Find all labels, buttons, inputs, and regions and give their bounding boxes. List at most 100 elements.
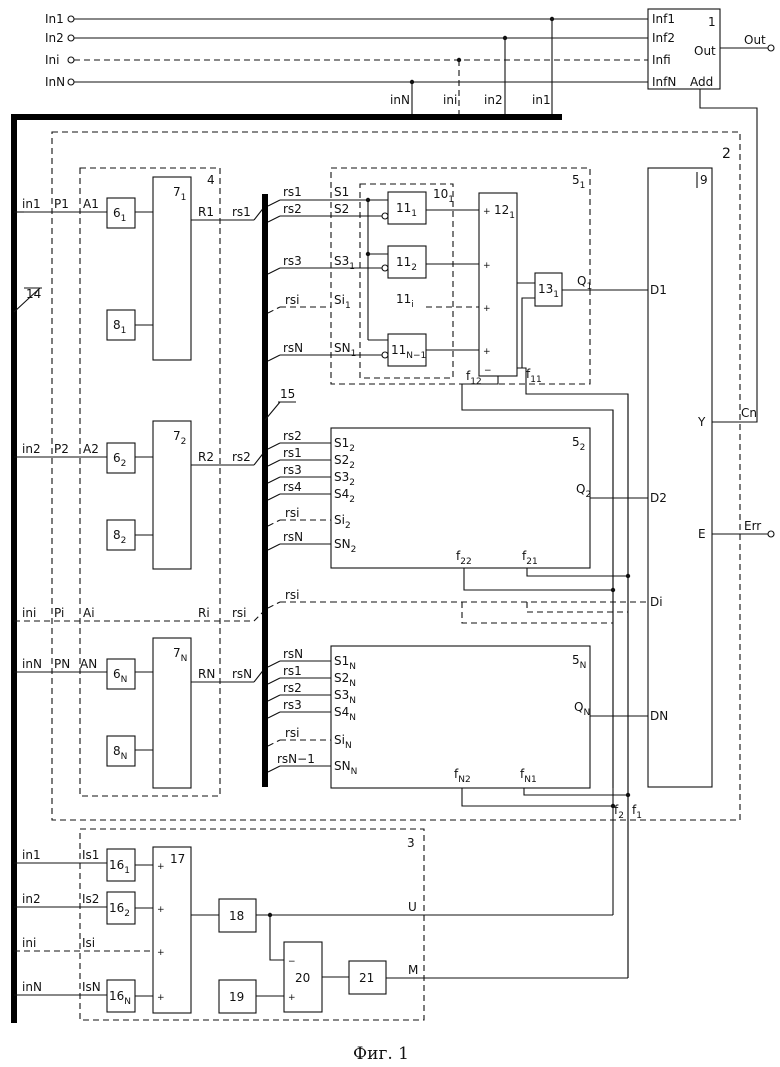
channel-1-p: P1 bbox=[54, 197, 69, 211]
block-9-dn: DN bbox=[650, 709, 668, 723]
block-21-label: 21 bbox=[359, 971, 374, 985]
block-3-u: U bbox=[408, 900, 417, 914]
f1-label: f1 bbox=[632, 803, 642, 821]
block-5-n-rs-0: rsN bbox=[283, 647, 303, 661]
svg-text:+: + bbox=[157, 862, 165, 872]
block-5-1-s-2: S31 bbox=[334, 254, 355, 272]
block-9-e: E bbox=[698, 527, 706, 541]
block-19-label: 19 bbox=[229, 990, 244, 1004]
channel-i-rs: rsi bbox=[232, 606, 247, 620]
bus-tap-label-2: in2 bbox=[484, 93, 503, 107]
block-10-1-label: 101 bbox=[433, 187, 454, 205]
block-5-1-q: Q1 bbox=[577, 274, 592, 292]
channel-2-a: A2 bbox=[83, 442, 99, 456]
figure-caption: Фиг. 1 bbox=[353, 1044, 409, 1064]
channel-i-a: Ai bbox=[83, 606, 95, 620]
channel-1-in: in1 bbox=[22, 197, 41, 211]
svg-text:−: − bbox=[484, 366, 492, 376]
svg-text:+: + bbox=[483, 207, 491, 217]
block-3: 3 in1 in2 ini inN Is1 Is2 Isi IsN 161 16… bbox=[14, 829, 628, 1020]
block-2-number: 2 bbox=[722, 146, 731, 162]
channel-2-p: P2 bbox=[54, 442, 69, 456]
block-11-i-label: 11i bbox=[396, 292, 414, 310]
block-1-number: 1 bbox=[708, 15, 716, 29]
block-18-label: 18 bbox=[229, 909, 244, 923]
err-label: Err bbox=[744, 519, 761, 533]
svg-text:+: + bbox=[483, 261, 491, 271]
bus-tap-label-n: inN bbox=[390, 93, 410, 107]
block-1-infi: Infi bbox=[652, 53, 671, 67]
cn-label: Cn bbox=[741, 406, 757, 420]
block-5-n: 5N rsN rs1 rs2 rs3 rsi rsN−1 S1N S2N S3N… bbox=[268, 646, 648, 808]
block-5-1-s-3: Si1 bbox=[334, 293, 351, 311]
block-5-1: 51 101 rs1 rs2 rs3 rsi rsN S1 S2 S31 Si1… bbox=[268, 168, 648, 978]
svg-text:+: + bbox=[157, 905, 165, 915]
input-label-n: InN bbox=[45, 75, 65, 89]
block-5-2-rs-2: rs3 bbox=[283, 463, 302, 477]
input-label-2: In2 bbox=[45, 31, 64, 45]
block-4-boundary bbox=[80, 168, 220, 796]
block-5-1-rs-3: rsi bbox=[285, 293, 300, 307]
block-5-1-f11: f11 bbox=[526, 367, 542, 385]
channel-i-p: Pi bbox=[54, 606, 64, 620]
output-label: Out bbox=[744, 33, 766, 47]
block-1-add: Add bbox=[690, 75, 713, 89]
block-3-is-i: Isi bbox=[82, 936, 95, 950]
block-9: 9 D1 D2 Di DN Y E Cn Err bbox=[648, 168, 774, 787]
block-17-label: 17 bbox=[170, 852, 185, 866]
top-inputs: In1 In2 Ini InN inN ini in2 in1 bbox=[45, 12, 648, 117]
block-5-1-label: 51 bbox=[572, 173, 585, 191]
channel-n-a: AN bbox=[80, 657, 97, 671]
block-5-1-rs-2: rs3 bbox=[283, 254, 302, 268]
block-5-n-rs-2: rs2 bbox=[283, 681, 302, 695]
block-5-2-rs-4: rsi bbox=[285, 506, 300, 520]
block-5-2-rs-3: rs4 bbox=[283, 480, 302, 494]
block-5-n-rs-3: rs3 bbox=[283, 698, 302, 712]
block-5-1-rs-0: rs1 bbox=[283, 185, 302, 199]
input-label-i: Ini bbox=[45, 53, 59, 67]
block-3-in-i: ini bbox=[22, 936, 36, 950]
block-5-i: rsi bbox=[268, 588, 648, 623]
channel-2-r: R2 bbox=[198, 450, 214, 464]
channel-2-in: in2 bbox=[22, 442, 41, 456]
block-5-2-rs-5: rsN bbox=[283, 530, 303, 544]
block-3-in-n: inN bbox=[22, 980, 42, 994]
block-20-label: 20 bbox=[295, 971, 310, 985]
block-9-number: 9 bbox=[700, 173, 708, 187]
block-3-number: 3 bbox=[407, 836, 415, 850]
block-9-y: Y bbox=[697, 415, 706, 429]
bus-15-label: 15 bbox=[280, 387, 295, 401]
block-5-n-rs-1: rs1 bbox=[283, 664, 302, 678]
channel-n-p: PN bbox=[54, 657, 70, 671]
block-3-in-1: in1 bbox=[22, 848, 41, 862]
block-4-number: 4 bbox=[207, 173, 215, 187]
block-9-d2: D2 bbox=[650, 491, 667, 505]
block-5-1-s-0: S1 bbox=[334, 185, 349, 199]
block-9-di: Di bbox=[650, 595, 663, 609]
block-1-inf1: Inf1 bbox=[652, 12, 675, 26]
block-3-in-2: in2 bbox=[22, 892, 41, 906]
channel-1-a: A1 bbox=[83, 197, 99, 211]
channel-i-in: ini bbox=[22, 606, 36, 620]
block-5-2-rs-1: rs1 bbox=[283, 446, 302, 460]
channel-1-r: R1 bbox=[198, 205, 214, 219]
f2-label: f2 bbox=[614, 803, 624, 821]
block-5-1-inputs: rs1 rs2 rs3 rsi rsN S1 S2 S31 Si1 SN1 bbox=[268, 185, 356, 361]
input-label-1: In1 bbox=[45, 12, 64, 26]
block-5-1-s-4: SN1 bbox=[334, 341, 356, 359]
svg-text:+: + bbox=[483, 304, 491, 314]
svg-text:−: − bbox=[288, 957, 296, 967]
channel-n-r: RN bbox=[198, 667, 215, 681]
block-5-1-rs-1: rs2 bbox=[283, 202, 302, 216]
block-9-d1: D1 bbox=[650, 283, 667, 297]
block-1-infn: InfN bbox=[652, 75, 676, 89]
svg-text:+: + bbox=[288, 993, 296, 1003]
block-3-is-n: IsN bbox=[82, 980, 101, 994]
bus-tap-label-i: ini bbox=[443, 93, 457, 107]
svg-text:+: + bbox=[483, 347, 491, 357]
block-5-1-s-1: S2 bbox=[334, 202, 349, 216]
bus-tap-label-1: in1 bbox=[532, 93, 551, 107]
channel-2-rs: rs2 bbox=[232, 450, 251, 464]
block-1-inf2: Inf2 bbox=[652, 31, 675, 45]
